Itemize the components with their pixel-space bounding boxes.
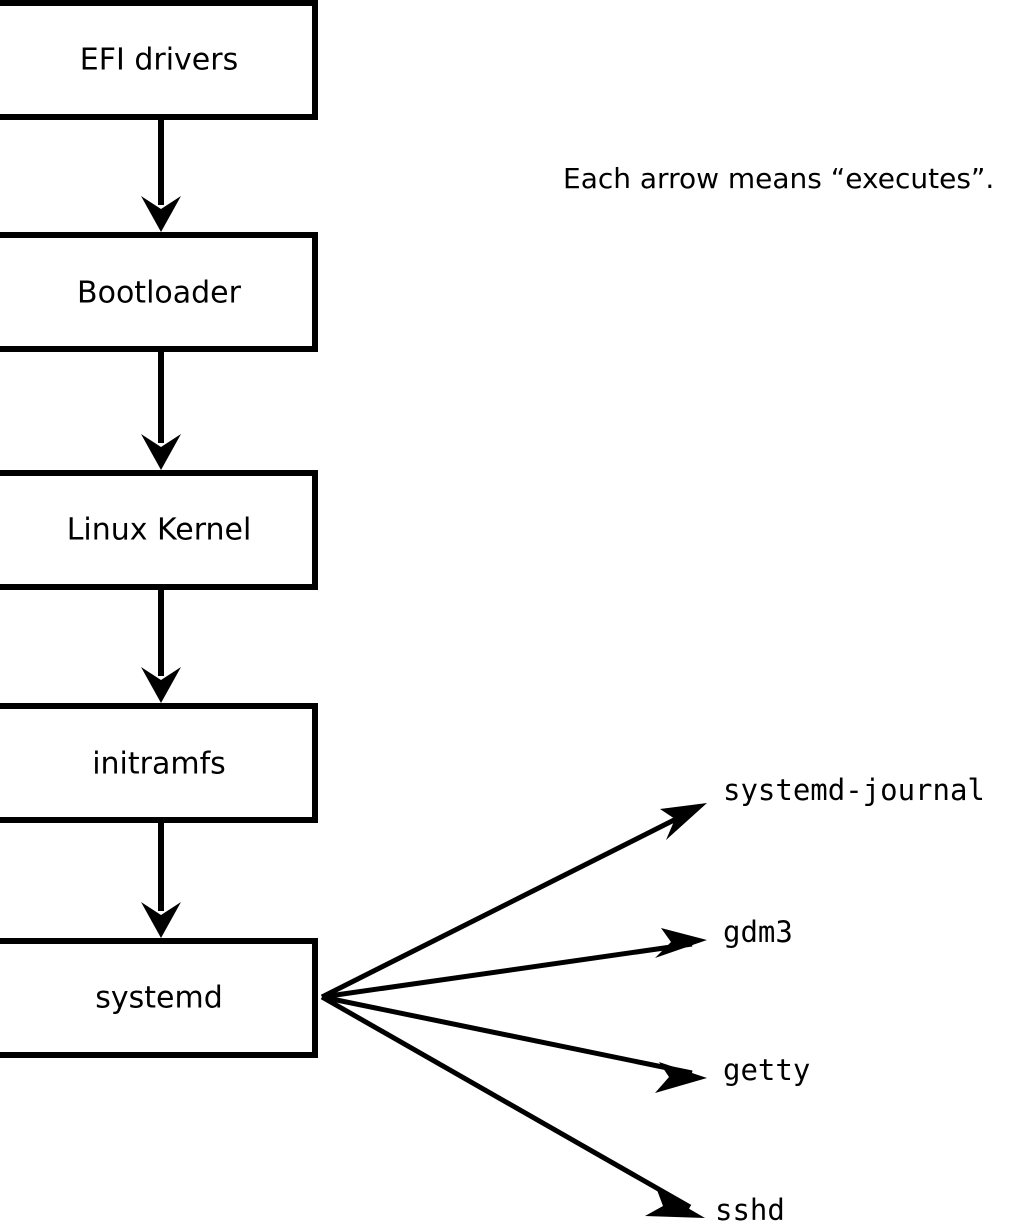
arrow-bootloader-to-kernel	[141, 351, 181, 470]
chain-connectors	[141, 117, 181, 938]
arrow-systemd-to-sshd	[320, 994, 705, 1218]
service-label-gdm3: gdm3	[723, 915, 793, 949]
arrow-kernel-to-initramfs	[141, 588, 181, 703]
arrow-meaning-annotation: Each arrow means “executes”.	[563, 162, 994, 195]
stage-box-systemd[interactable]: systemd	[0, 938, 318, 1058]
stage-box-efi-drivers-label: EFI drivers	[80, 43, 238, 78]
service-labels: systemd-journal gdm3 getty sshd	[715, 773, 985, 1227]
systemd-fanout-arrows	[320, 803, 707, 1218]
stage-box-bootloader[interactable]: Bootloader	[0, 232, 318, 352]
stage-box-systemd-label: systemd	[95, 981, 223, 1016]
arrow-initramfs-to-systemd	[141, 822, 181, 938]
stage-box-linux-kernel-label: Linux Kernel	[67, 513, 252, 548]
stage-box-linux-kernel[interactable]: Linux Kernel	[0, 470, 318, 590]
arrow-efi-to-bootloader	[141, 117, 181, 232]
stage-box-efi-drivers[interactable]: EFI drivers	[0, 0, 318, 120]
arrow-systemd-to-systemd-journal	[320, 803, 707, 1000]
arrow-systemd-to-gdm3	[321, 928, 707, 1000]
arrow-systemd-to-getty	[321, 994, 707, 1093]
stage-box-initramfs[interactable]: initramfs	[0, 703, 318, 823]
service-label-getty: getty	[723, 1053, 810, 1087]
stage-box-initramfs-label: initramfs	[92, 747, 226, 782]
service-label-sshd: sshd	[715, 1193, 785, 1227]
service-label-systemd-journal: systemd-journal	[723, 773, 985, 807]
stage-box-bootloader-label: Bootloader	[77, 276, 242, 311]
